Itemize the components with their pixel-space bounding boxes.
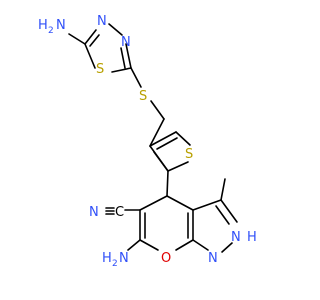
label-amino-bottom-h: H (102, 251, 112, 266)
bond-c3a-c4 (166, 195, 194, 211)
bond-c3-methyl (220, 178, 226, 201)
label-pyran-o: O (161, 251, 171, 266)
bond-c3a-c3 (192, 199, 222, 211)
bond-thiophene-c4 (166, 170, 169, 197)
bond-n4-c5-double (120, 47, 126, 69)
molecule-canvas: H 2 N N N S S S N C H 2 N O N N H (38, 14, 257, 269)
bonds (68, 23, 238, 253)
bond-c6-nh2 (127, 239, 141, 251)
bond-c3-n2 (220, 199, 238, 223)
label-amino-bottom-n: N (119, 251, 129, 266)
molecule-structure: H 2 N N N S S S N C H 2 N O N N H (38, 14, 257, 269)
bond-nh2-c2 (68, 33, 86, 45)
bond-th-c3c4 (149, 131, 177, 147)
label-linker-s: S (139, 89, 147, 104)
bond-n1-c7a (192, 239, 209, 251)
bond-th-s-c2 (167, 161, 189, 172)
label-pyrazole-nh-h: H (247, 230, 257, 245)
label-thiadiazole-n3: N (97, 14, 107, 29)
label-amino-top-sub: 2 (48, 26, 54, 36)
atom-labels: H 2 N N N S S S N C H 2 N O N N H (38, 14, 257, 269)
bond-th-c2-double (153, 151, 169, 172)
label-nitrile-n: N (89, 205, 99, 220)
bond-o-c7a (175, 239, 194, 251)
label-amino-bottom-sub: 2 (112, 259, 118, 269)
bond-c3-n2-double (215, 205, 230, 225)
bond-c2-n3 (84, 29, 97, 45)
label-amino-top-n: N (56, 18, 66, 33)
bond-c4-c5 (139, 195, 168, 211)
bond-ch2-thiophene (149, 118, 165, 147)
label-amino-top-h: H (38, 18, 48, 33)
bond-c5-s (130, 67, 142, 88)
bond-th-c3c4-double (156, 137, 178, 150)
bond-n3-n4 (108, 23, 123, 36)
label-thiadiazole-s: S (96, 62, 104, 77)
label-pyrazole-nh-n: N (231, 230, 241, 245)
bond-s1-c2 (84, 43, 96, 69)
bond-c2-n3-double (89, 34, 100, 47)
bond-th-c4c5 (175, 131, 191, 146)
label-pyrazole-n1: N (208, 251, 218, 266)
bond-n4-c5 (125, 43, 132, 69)
label-thiophene-s: S (185, 147, 193, 162)
label-nitrile-c: C (115, 205, 124, 220)
label-thiadiazole-n4: N (121, 35, 131, 50)
bond-s-ch2 (150, 100, 165, 120)
bond-c5-s1 (111, 67, 132, 73)
bond-c6-o (139, 239, 159, 251)
bond-n2-n1 (221, 242, 233, 253)
